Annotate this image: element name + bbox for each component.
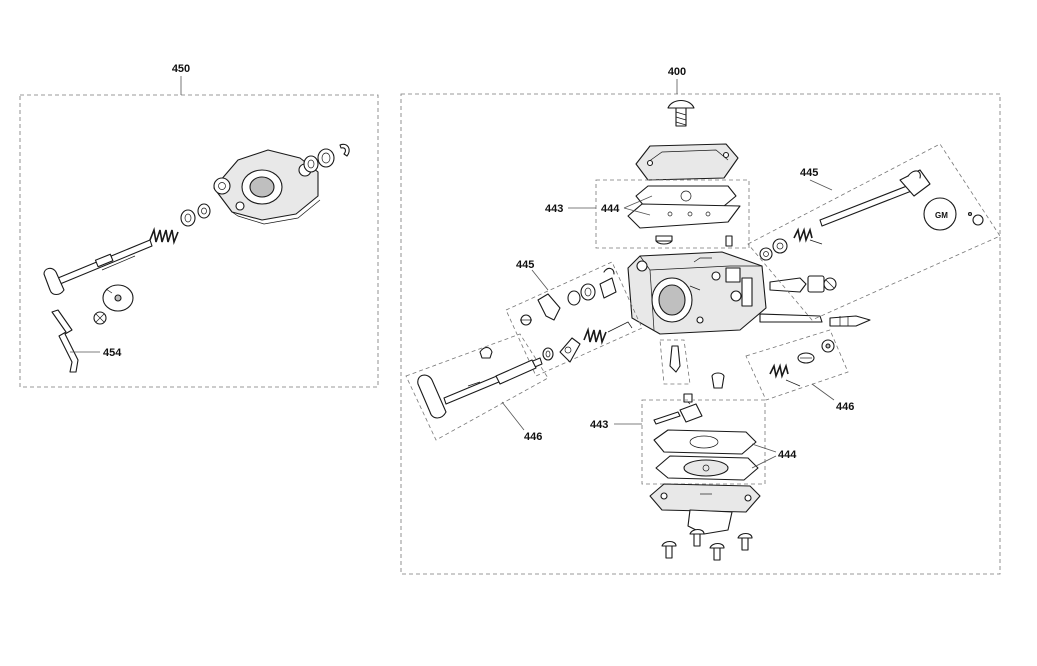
group-450: 450: [19, 63, 379, 388]
adjustment-needles: [759, 275, 871, 327]
group-450-frame: [19, 94, 379, 388]
callout-444-lower[interactable]: 444: [778, 449, 797, 461]
throttle-shaft-box-446: [405, 333, 554, 441]
callout-400[interactable]: 400: [668, 66, 686, 78]
upper-gasket-box: [595, 179, 750, 249]
callout-445-right[interactable]: 445: [800, 167, 818, 179]
callout-444-upper[interactable]: 444: [601, 203, 620, 215]
small-plug-and-pin: [655, 235, 733, 247]
metering-lever-box-446: [745, 329, 849, 401]
idle-lever-box: [505, 261, 643, 377]
callout-446-right[interactable]: 446: [836, 401, 854, 413]
callout-454[interactable]: 454: [103, 347, 122, 359]
group-400-frame: [400, 93, 1001, 575]
carburetor-body: [627, 251, 767, 335]
pump-cover: [635, 143, 739, 181]
washer-set-upper: [303, 143, 350, 173]
choke-shaft-box: GM: [747, 143, 1001, 321]
throttle-housing: [213, 149, 321, 225]
group-400: 400 443 444: [400, 66, 1001, 575]
svg-text:GM: GM: [935, 211, 948, 220]
callout-450[interactable]: 450: [172, 63, 190, 75]
spring-and-washers-left: [149, 203, 211, 245]
needle-valve-parts: [653, 339, 725, 425]
throttle-lever-disc: [93, 284, 134, 325]
callout-446-left[interactable]: 446: [524, 431, 542, 443]
link-rod-454: [51, 309, 79, 373]
callout-445-left[interactable]: 445: [516, 259, 534, 271]
cover-screw-top: [667, 99, 695, 127]
lower-diaphragm-box: [641, 399, 766, 485]
callout-443-upper[interactable]: 443: [545, 203, 563, 215]
bottom-pump-cover: [649, 483, 761, 535]
throttle-shaft: [43, 239, 153, 296]
bottom-screws: [661, 528, 753, 561]
callout-443-lower[interactable]: 443: [590, 419, 608, 431]
